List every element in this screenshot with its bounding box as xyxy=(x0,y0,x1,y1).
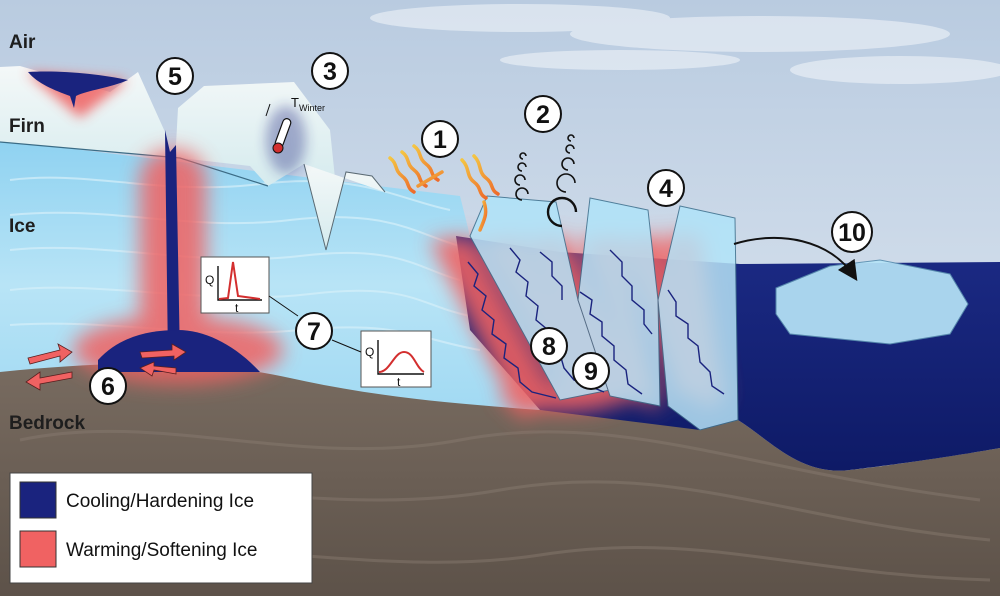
marker-7: 7 xyxy=(295,312,333,350)
layer-label-firn: Firn xyxy=(9,116,45,137)
marker-2: 2 xyxy=(524,95,562,133)
marker-3: 3 xyxy=(311,52,349,90)
marker-9: 9 xyxy=(572,352,610,390)
heat-wave-icons xyxy=(388,144,500,232)
plot-sharp-peak: Q t xyxy=(200,256,270,315)
fracture-lines xyxy=(467,247,725,399)
legend-swatch-cooling xyxy=(19,481,57,519)
plot-broad-x-label: t xyxy=(397,375,401,389)
marker-6: 6 xyxy=(89,367,127,405)
legend-item-cooling: Cooling/Hardening Ice xyxy=(19,481,254,519)
plot-connector-lines xyxy=(268,295,362,353)
marker-1: 1 xyxy=(421,120,459,158)
crevasse-left xyxy=(303,163,386,251)
shear-arrows xyxy=(25,343,187,391)
plot-sharp-x-label: t xyxy=(235,301,239,315)
svg-text:8: 8 xyxy=(542,333,556,361)
legend-label-cooling: Cooling/Hardening Ice xyxy=(66,491,254,512)
svg-text:5: 5 xyxy=(168,63,182,91)
svg-text:10: 10 xyxy=(838,219,866,247)
marker-10: 10 xyxy=(831,211,873,253)
calving-arrow xyxy=(733,237,858,281)
svg-text:3: 3 xyxy=(323,58,337,86)
cold-channel xyxy=(165,130,180,360)
legend-swatch-warming xyxy=(19,530,57,568)
thermometer-icon xyxy=(265,103,306,174)
layer-label-bedrock: Bedrock xyxy=(9,413,85,434)
svg-text:9: 9 xyxy=(584,358,598,386)
marker-4: 4 xyxy=(647,169,685,207)
cold-surface-pond xyxy=(28,71,128,108)
svg-text:7: 7 xyxy=(307,318,321,346)
legend: Cooling/Hardening Ice Warming/Softening … xyxy=(9,472,313,584)
legend-label-warming: Warming/Softening Ice xyxy=(66,540,258,561)
svg-text:6: 6 xyxy=(101,373,115,401)
eddy-icons xyxy=(514,134,578,228)
plot-broad-y-label: Q xyxy=(365,345,374,359)
svg-text:1: 1 xyxy=(433,126,447,154)
legend-item-warming: Warming/Softening Ice xyxy=(19,530,258,568)
svg-text:4: 4 xyxy=(659,175,673,203)
marker-8: 8 xyxy=(530,327,568,365)
plot-broad-peak: Q t xyxy=(360,330,432,389)
svg-text:2: 2 xyxy=(536,101,550,129)
layer-label-air: Air xyxy=(9,32,36,53)
clouds xyxy=(370,4,1000,84)
layer-label-ice: Ice xyxy=(9,216,35,237)
marker-5: 5 xyxy=(156,57,194,95)
thermometer-label: TWinter xyxy=(291,95,325,113)
plot-sharp-y-label: Q xyxy=(205,273,214,287)
